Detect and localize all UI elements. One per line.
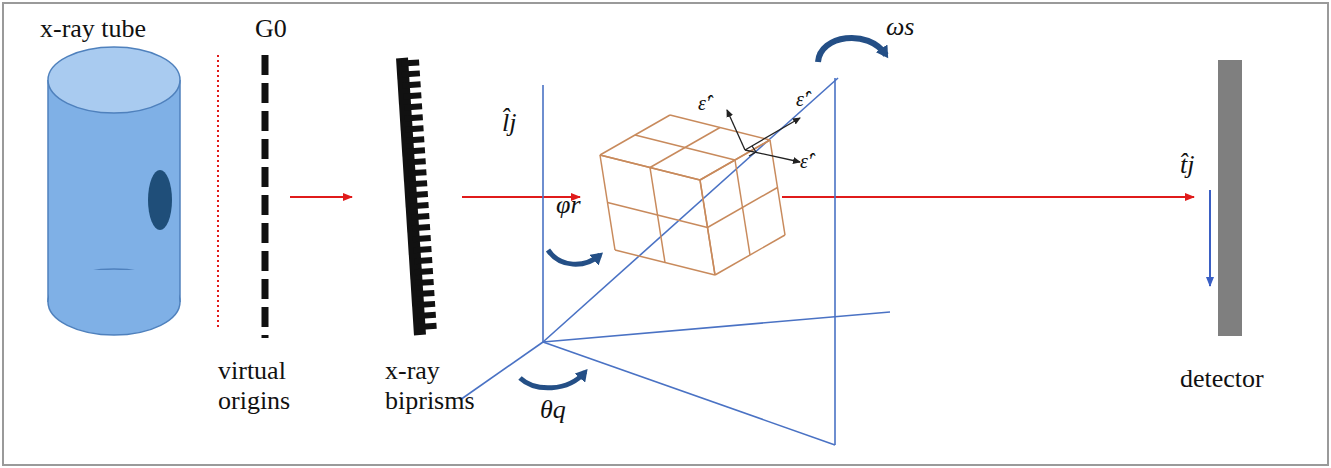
axis-label: ε̂′ (800, 150, 812, 173)
angle-label: θq (540, 395, 566, 425)
axis-label: t̂j (1180, 150, 1194, 180)
angle-label: φr (556, 190, 581, 220)
axis-label: ε̂′ (796, 88, 808, 111)
cube-edge (700, 140, 770, 180)
axis-label: l̂j (502, 108, 516, 138)
g0-grating (262, 55, 269, 338)
angle-label: ωs (886, 12, 914, 42)
sample-axes (727, 110, 800, 162)
axis-label: ε̂′ (698, 92, 710, 115)
phi-rotation-arrow (548, 250, 600, 264)
part-label: virtual origins (218, 356, 318, 416)
cube-edge (770, 140, 785, 235)
tube-label: x-ray tube (40, 14, 146, 44)
beam-arrow (290, 196, 352, 198)
x-ray-tube-cylinder (48, 47, 180, 335)
beam-arrow (782, 196, 1194, 198)
virtual-origins-line (217, 55, 219, 330)
x-ray-biprisms (402, 58, 428, 335)
cube-edge (670, 115, 770, 140)
part-label: detector (1180, 364, 1264, 394)
theta-rotation-arrow (520, 372, 585, 388)
cube-edge (700, 140, 770, 180)
cube-edge (735, 160, 750, 255)
cube-edge (635, 135, 735, 160)
sample-cube (600, 115, 785, 275)
goniometer-axes (460, 78, 890, 445)
frame (3, 3, 1328, 465)
detector-plate (1218, 60, 1242, 336)
omega-rotation-arrow (818, 38, 886, 62)
cube-edge (608, 203, 708, 228)
detector-axis-arrow (1209, 190, 1211, 286)
part-label: x-ray biprisms (385, 356, 495, 416)
grating-label: G0 (255, 14, 287, 44)
